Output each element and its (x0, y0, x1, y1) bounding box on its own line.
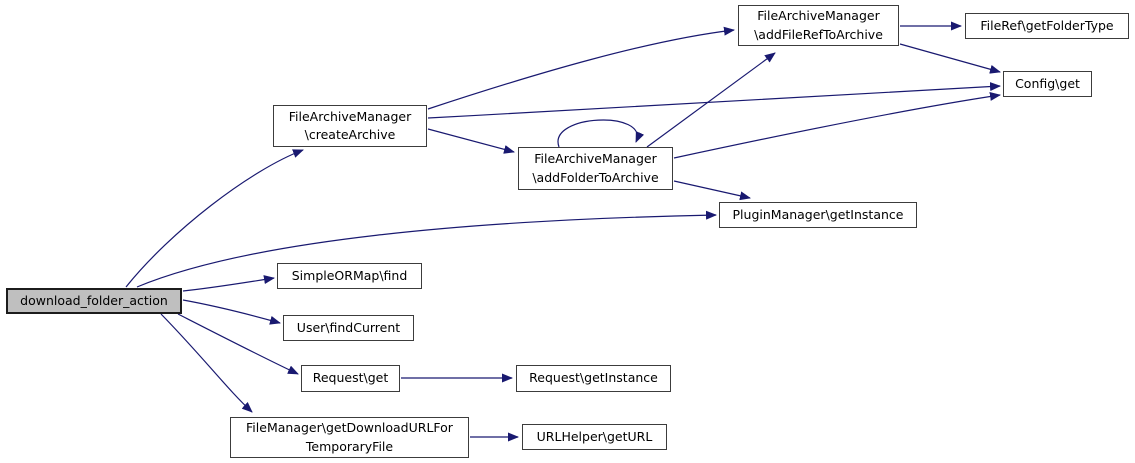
edge-createArchive-to-addFileRef (427, 26, 735, 110)
node-config-get[interactable]: Config\get (1003, 71, 1092, 97)
edge-download-to-requestGet (177, 313, 299, 375)
node-file-manager-get-download-url-for-temporary-file[interactable]: FileManager\getDownloadURLFor TemporaryF… (230, 417, 469, 458)
edge-createArchive-to-configGet (427, 82, 1001, 119)
node-request-get[interactable]: Request\get (301, 365, 400, 392)
edge-addFileRef-to-configGet (899, 43, 1001, 74)
edge-createArchive-to-addFolder (427, 128, 515, 154)
edge-download-to-userFindCurrent (182, 299, 281, 325)
node-file-archive-manager-add-file-ref-to-archive[interactable]: FileArchiveManager \addFileRefToArchive (738, 5, 899, 46)
node-simple-or-map-find[interactable]: SimpleORMap\find (277, 263, 422, 289)
edge-addFolder-to-addFileRef (646, 52, 776, 148)
node-download-folder-action: download_folder_action (6, 288, 182, 314)
node-file-archive-manager-add-folder-to-archive[interactable]: FileArchiveManager \addFolderToArchive (518, 147, 673, 190)
edge-download-to-getDownloadURL (160, 313, 253, 413)
edge-addFolder-to-pluginManager (673, 180, 751, 201)
node-url-helper-get-url[interactable]: URLHelper\getURL (522, 424, 667, 450)
node-user-find-current[interactable]: User\findCurrent (283, 315, 414, 341)
edge-addFolder-self-loop (557, 119, 645, 148)
node-file-archive-manager-create-archive[interactable]: FileArchiveManager \createArchive (273, 105, 427, 147)
edge-download-to-createArchive (125, 149, 304, 288)
node-file-ref-get-folder-type[interactable]: FileRef\getFolderType (965, 13, 1129, 39)
node-request-get-instance[interactable]: Request\getInstance (516, 365, 671, 392)
edge-addFolder-to-configGet (673, 92, 1001, 159)
edge-download-to-pluginManager (136, 210, 717, 288)
edge-download-to-simpleORMapFind (182, 275, 275, 292)
node-plugin-manager-get-instance[interactable]: PluginManager\getInstance (719, 202, 917, 228)
